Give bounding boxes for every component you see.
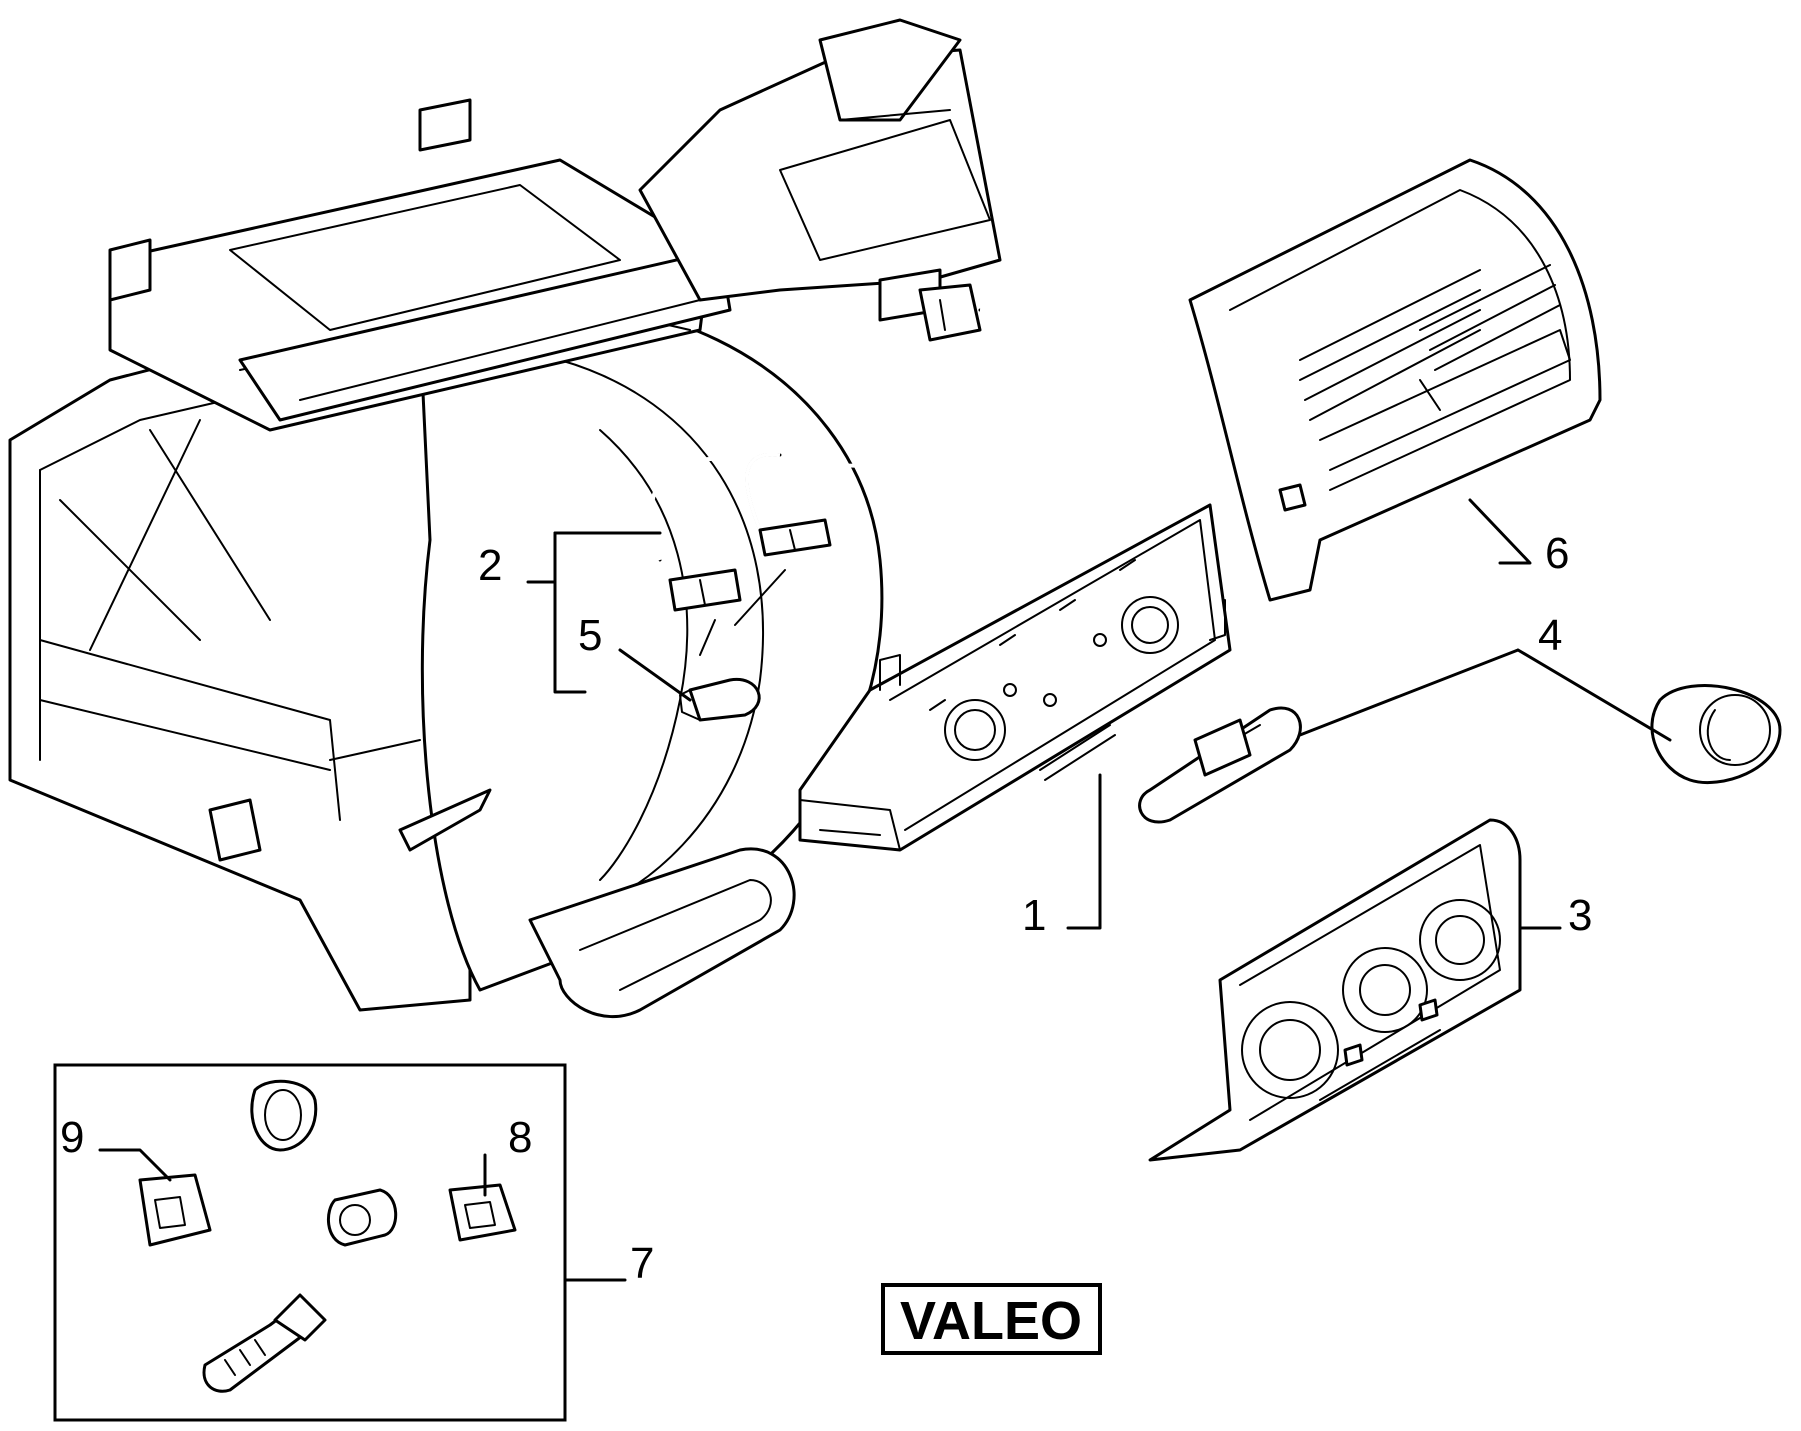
callout-4: 4 <box>1538 611 1562 660</box>
callout-1: 1 <box>1022 891 1046 940</box>
callout-5: 5 <box>578 611 602 660</box>
callout-3: 3 <box>1568 891 1592 940</box>
callout-2: 2 <box>478 541 502 590</box>
leader-lines <box>98 498 1672 1282</box>
control-panel-face <box>1148 818 1522 1162</box>
control-frame <box>798 503 1232 852</box>
wiring-harness <box>649 283 1175 612</box>
callout-labels: 2 5 1 6 4 3 7 8 9 <box>60 529 1592 1288</box>
vent-panel <box>1188 158 1602 602</box>
bulb <box>679 677 761 722</box>
hardware-kit-inset <box>53 1063 567 1422</box>
brand-label-box: VALEO <box>881 1283 1102 1355</box>
brand-label: VALEO <box>900 1291 1082 1351</box>
hvac-housing <box>8 18 1002 1018</box>
callout-6: 6 <box>1545 529 1569 578</box>
knob-set <box>1138 684 1782 824</box>
callout-8: 8 <box>508 1113 532 1162</box>
callout-7: 7 <box>630 1239 654 1288</box>
callout-9: 9 <box>60 1113 84 1162</box>
